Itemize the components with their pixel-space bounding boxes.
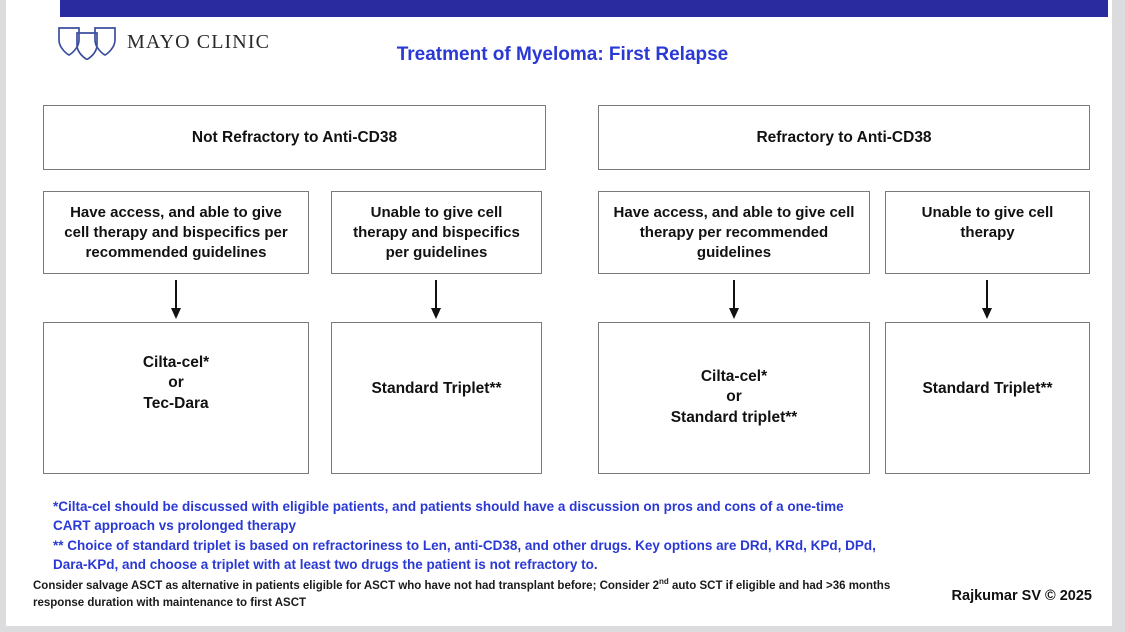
mayo-clinic-shields-icon	[56, 24, 118, 60]
footnote-ordinal-suffix: nd	[659, 577, 669, 586]
footnote-single-star: *Cilta-cel should be discussed with elig…	[53, 499, 844, 534]
flow-box-label: Unable to give cell therapy and bispecif…	[353, 204, 520, 261]
flow-box-label: Unable to give cell therapy	[921, 204, 1054, 241]
flow-box-label: Standard Triplet**	[922, 380, 1053, 397]
flow-box-right-unable: Unable to give cell therapy	[885, 191, 1090, 274]
down-arrow-icon	[169, 280, 183, 320]
mayo-clinic-wordmark: MAYO CLINIC	[127, 30, 271, 53]
page-edge-right	[1112, 0, 1125, 632]
page-edge-bottom	[0, 626, 1125, 632]
flow-box-left-standard-triplet: Standard Triplet**	[331, 322, 542, 474]
down-arrow-icon	[980, 280, 994, 320]
down-arrow-icon	[429, 280, 443, 320]
footnote-salvage-part1: Consider salvage ASCT as alternative in …	[33, 579, 660, 592]
flow-box-label: Have access, and able to give cell thera…	[64, 204, 288, 261]
flow-box-label: Refractory to Anti-CD38	[756, 129, 932, 146]
mayo-clinic-logo: MAYO CLINIC	[56, 22, 286, 62]
flow-box-label: Have access, and able to give cell thera…	[613, 204, 855, 261]
author-credit: Rajkumar SV © 2025	[951, 588, 1092, 604]
flow-box-label: Not Refractory to Anti-CD38	[191, 129, 398, 146]
flow-box-refractory: Refractory to Anti-CD38	[598, 105, 1090, 170]
flow-box-not-refractory: Not Refractory to Anti-CD38	[43, 105, 546, 170]
page-title: Treatment of Myeloma: First Relapse	[396, 44, 729, 65]
flow-box-left-unable: Unable to give cell therapy and bispecif…	[331, 191, 542, 274]
flow-box-left-treatment: Cilta-cel* or Tec-Dara	[43, 322, 309, 474]
flow-box-right-treatment: Cilta-cel* or Standard triplet**	[598, 322, 870, 474]
footnote-salvage-part2: auto SCT if eligible and had >36 months …	[33, 579, 891, 609]
page-edge-left	[0, 0, 6, 632]
flow-box-right-access: Have access, and able to give cell thera…	[598, 191, 870, 274]
down-arrow-icon	[727, 280, 741, 320]
flow-box-label: Cilta-cel* or Standard triplet**	[670, 368, 798, 426]
header-accent-bar	[60, 0, 1108, 17]
footnote-double-star: ** Choice of standard triplet is based o…	[53, 538, 876, 573]
footnote-salvage-asct: Consider salvage ASCT as alternative in …	[33, 576, 913, 611]
flow-box-label: Standard Triplet**	[371, 380, 502, 397]
flow-box-right-standard-triplet: Standard Triplet**	[885, 322, 1090, 474]
flow-box-label: Cilta-cel* or Tec-Dara	[142, 354, 210, 412]
flow-box-left-access: Have access, and able to give cell thera…	[43, 191, 309, 274]
